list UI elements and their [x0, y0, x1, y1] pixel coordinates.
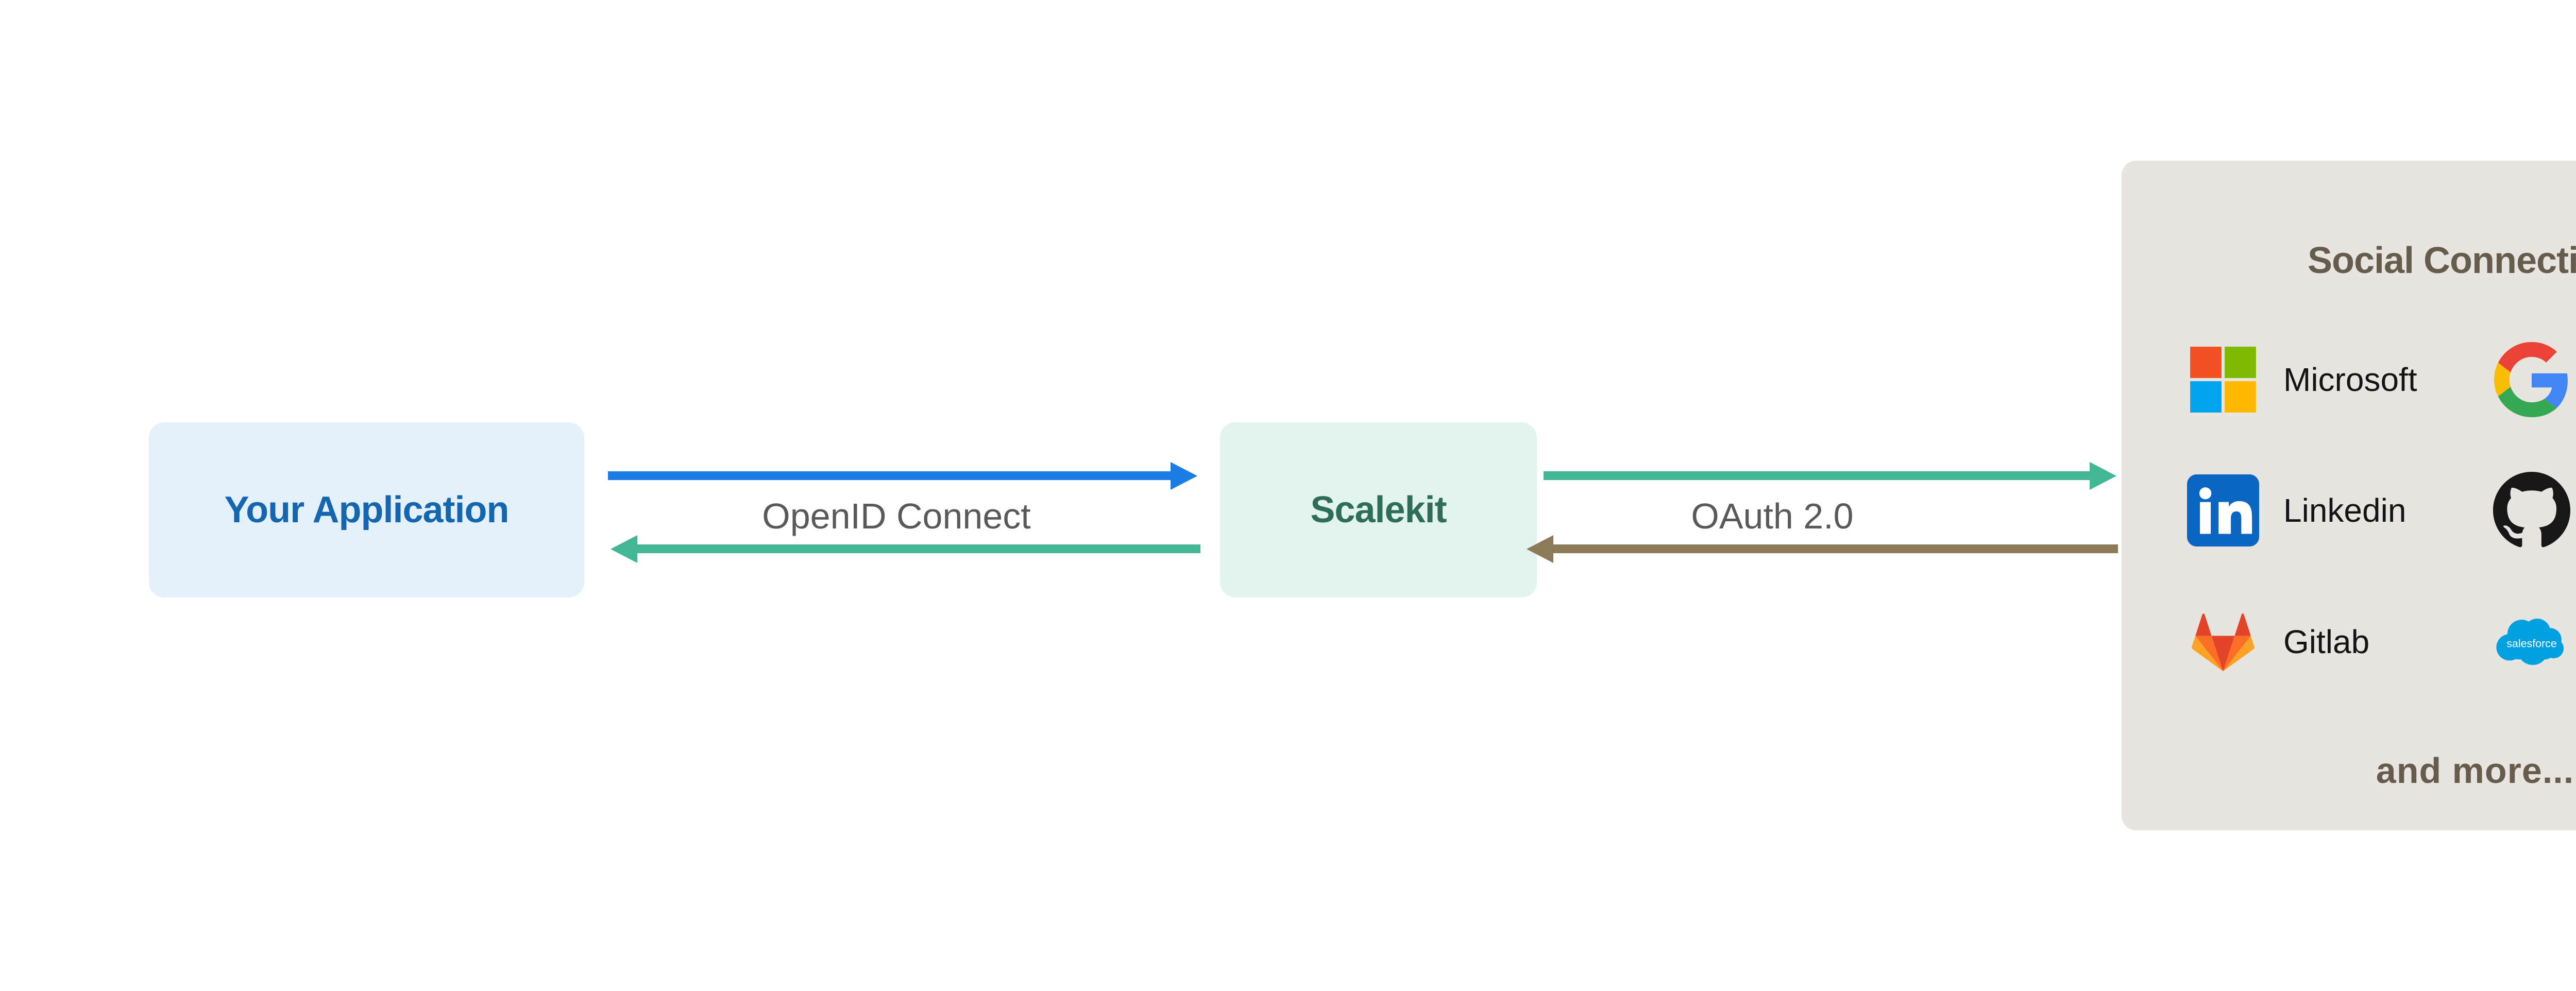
linkedin-label: Linkedin	[2283, 492, 2406, 529]
your-application-node: Your Application	[149, 422, 584, 597]
microsoft-label: Microsoft	[2283, 361, 2417, 398]
social-item-microsoft: Microsoft	[2184, 341, 2417, 418]
social-connections-panel: Social Connections Microsoft	[2122, 161, 2576, 830]
social-connections-title: Social Connections	[2307, 240, 2576, 281]
scalekit-label: Scalekit	[1310, 489, 1447, 531]
social-item-gitlab: Gitlab	[2184, 603, 2369, 680]
openid-response-arrow	[637, 544, 1200, 553]
social-item-salesforce: salesforce Salesforce	[2493, 603, 2576, 680]
social-item-github: Github	[2493, 472, 2576, 549]
oauth-response-arrow	[1553, 544, 2118, 553]
oauth-request-arrow	[1544, 471, 2090, 480]
salesforce-wordmark: salesforce	[2506, 638, 2557, 650]
social-item-linkedin: Linkedin	[2184, 472, 2406, 549]
openid-request-arrow	[608, 471, 1171, 480]
gitlab-label: Gitlab	[2283, 623, 2370, 660]
openid-connect-label: OpenID Connect	[762, 496, 1031, 536]
salesforce-icon: salesforce	[2493, 603, 2570, 680]
your-application-label: Your Application	[224, 489, 510, 531]
github-icon	[2493, 472, 2570, 549]
scalekit-node: Scalekit	[1220, 422, 1537, 597]
and-more-text: and more...	[2376, 750, 2574, 791]
microsoft-icon	[2184, 341, 2262, 418]
social-item-google: Google	[2493, 341, 2576, 418]
oauth-label: OAuth 2.0	[1691, 496, 1854, 536]
gitlab-icon	[2184, 603, 2262, 680]
linkedin-icon	[2184, 472, 2262, 549]
google-icon	[2493, 341, 2570, 418]
